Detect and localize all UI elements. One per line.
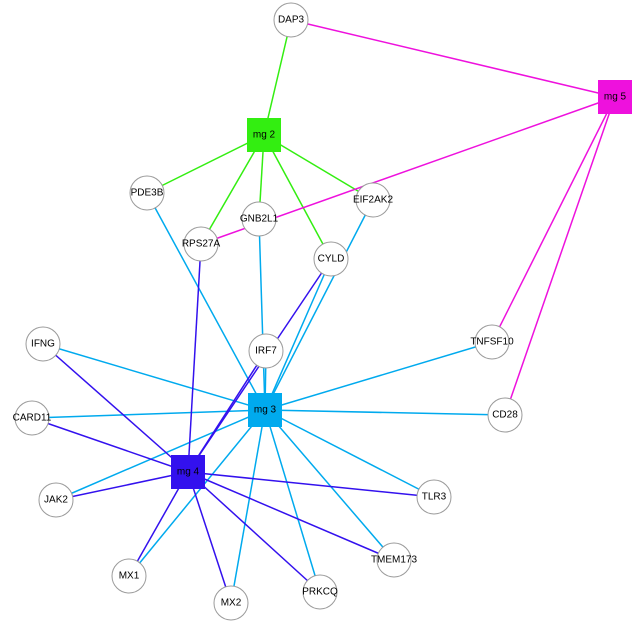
edge-mg3-PDE3B xyxy=(146,192,266,411)
gene-node-circle[interactable] xyxy=(38,482,74,518)
hub-node-label: mg 5 xyxy=(604,92,627,103)
edge-mg4-MX1 xyxy=(128,471,189,577)
edge-mg4-IFNG xyxy=(42,343,189,473)
gene-node-circle[interactable] xyxy=(213,585,249,621)
gene-node-circle[interactable] xyxy=(241,201,277,237)
gene-node-IRF7[interactable]: IRF7 xyxy=(248,333,284,369)
gene-node-CARD11[interactable]: CARD11 xyxy=(13,400,52,436)
gene-node-CYLD[interactable]: CYLD xyxy=(313,241,349,277)
gene-node-circle[interactable] xyxy=(273,2,309,38)
edge-mg3-CD28 xyxy=(264,409,506,416)
edge-mg3-CARD11 xyxy=(31,409,266,419)
edge-mg3-CYLD xyxy=(264,258,332,411)
edge-mg5-DAP3 xyxy=(290,19,616,98)
edge-mg3-EIF2AK2 xyxy=(264,199,374,411)
gene-node-label: TLR3 xyxy=(422,492,447,503)
gene-node-label: DAP3 xyxy=(278,15,305,26)
hub-node-label: mg 4 xyxy=(177,467,200,478)
gene-node-PDE3B[interactable]: PDE3B xyxy=(129,175,165,211)
hub-node-mg2[interactable]: mg 2 xyxy=(247,118,281,152)
edge-mg4-TMEM173 xyxy=(187,471,395,561)
hub-node-label: mg 3 xyxy=(254,405,277,416)
gene-node-TLR3[interactable]: TLR3 xyxy=(416,479,452,515)
edge-mg3-JAK2 xyxy=(55,409,266,501)
edge-mg2-DAP3 xyxy=(263,19,292,136)
hub-node-square[interactable] xyxy=(247,118,281,152)
gene-node-MX1[interactable]: MX1 xyxy=(111,558,147,594)
gene-node-label: IFNG xyxy=(31,339,55,350)
hub-node-square[interactable] xyxy=(171,455,205,489)
edge-mg4-MX2 xyxy=(187,471,232,604)
edge-mg3-IFNG xyxy=(42,343,266,411)
gene-node-label: EIF2AK2 xyxy=(353,195,393,206)
gene-node-label: TNFSF10 xyxy=(470,337,514,348)
gene-node-TMEM173[interactable]: TMEM173 xyxy=(371,542,418,578)
gene-node-GNB2L1[interactable]: GNB2L1 xyxy=(240,201,279,237)
hub-node-mg4[interactable]: mg 4 xyxy=(171,455,205,489)
edge-mg2-RPS27A xyxy=(200,134,265,245)
edge-mg3-MX2 xyxy=(230,409,266,604)
gene-node-label: CYLD xyxy=(318,254,345,265)
gene-node-circle[interactable] xyxy=(111,558,147,594)
gene-node-label: JAK2 xyxy=(44,495,68,506)
edge-mg4-RPS27A xyxy=(187,243,202,473)
hub-node-label: mg 2 xyxy=(253,130,276,141)
gene-node-label: RPS27A xyxy=(182,239,221,250)
hub-node-mg5[interactable]: mg 5 xyxy=(598,80,632,114)
gene-node-label: MX2 xyxy=(221,598,242,609)
gene-node-circle[interactable] xyxy=(376,542,412,578)
gene-node-PRKCQ[interactable]: PRKCQ xyxy=(302,574,338,610)
edge-mg4-TLR3 xyxy=(187,471,435,498)
gene-node-label: TMEM173 xyxy=(371,555,418,566)
edge-mg3-GNB2L1 xyxy=(258,218,266,411)
gene-node-circle[interactable] xyxy=(248,333,284,369)
edge-mg2-PDE3B xyxy=(146,134,265,194)
gene-node-circle[interactable] xyxy=(487,397,523,433)
edge-mg4-JAK2 xyxy=(55,471,189,501)
gene-node-RPS27A[interactable]: RPS27A xyxy=(182,226,221,262)
gene-node-label: GNB2L1 xyxy=(240,214,279,225)
gene-node-TNFSF10[interactable]: TNFSF10 xyxy=(470,324,514,360)
edge-mg2-CYLD xyxy=(263,134,332,260)
edge-mg3-TNFSF10 xyxy=(264,341,493,411)
gene-node-circle[interactable] xyxy=(302,574,338,610)
edge-mg5-TNFSF10 xyxy=(491,96,616,343)
gene-node-label: CARD11 xyxy=(13,413,52,424)
edge-mg4-IRF7 xyxy=(187,350,267,473)
hub-node-mg3[interactable]: mg 3 xyxy=(248,393,282,427)
edge-mg3-MX1 xyxy=(128,409,266,577)
gene-node-label: PDE3B xyxy=(131,188,164,199)
edges-layer xyxy=(31,19,616,604)
gene-node-circle[interactable] xyxy=(25,326,61,362)
gene-node-label: PRKCQ xyxy=(302,587,338,598)
gene-node-circle[interactable] xyxy=(416,479,452,515)
edge-mg5-CD28 xyxy=(504,96,616,416)
gene-node-IFNG[interactable]: IFNG xyxy=(25,326,61,362)
hub-node-square[interactable] xyxy=(248,393,282,427)
gene-node-circle[interactable] xyxy=(183,226,219,262)
edge-mg3-TLR3 xyxy=(264,409,435,498)
gene-node-label: CD28 xyxy=(492,410,518,421)
gene-node-EIF2AK2[interactable]: EIF2AK2 xyxy=(353,182,393,218)
edge-mg4-CARD11 xyxy=(31,417,189,473)
gene-node-circle[interactable] xyxy=(474,324,510,360)
gene-node-circle[interactable] xyxy=(313,241,349,277)
gene-node-label: IRF7 xyxy=(255,346,277,357)
gene-node-MX2[interactable]: MX2 xyxy=(213,585,249,621)
gene-node-circle[interactable] xyxy=(129,175,165,211)
edge-mg3-PRKCQ xyxy=(264,409,321,593)
gene-node-circle[interactable] xyxy=(355,182,391,218)
hub-node-square[interactable] xyxy=(598,80,632,114)
gene-node-JAK2[interactable]: JAK2 xyxy=(38,482,74,518)
gene-node-label: MX1 xyxy=(119,571,140,582)
edge-mg4-PRKCQ xyxy=(187,471,321,593)
gene-node-circle[interactable] xyxy=(14,400,50,436)
edge-mg3-TMEM173 xyxy=(264,409,395,561)
gene-node-DAP3[interactable]: DAP3 xyxy=(273,2,309,38)
gene-node-CD28[interactable]: CD28 xyxy=(487,397,523,433)
